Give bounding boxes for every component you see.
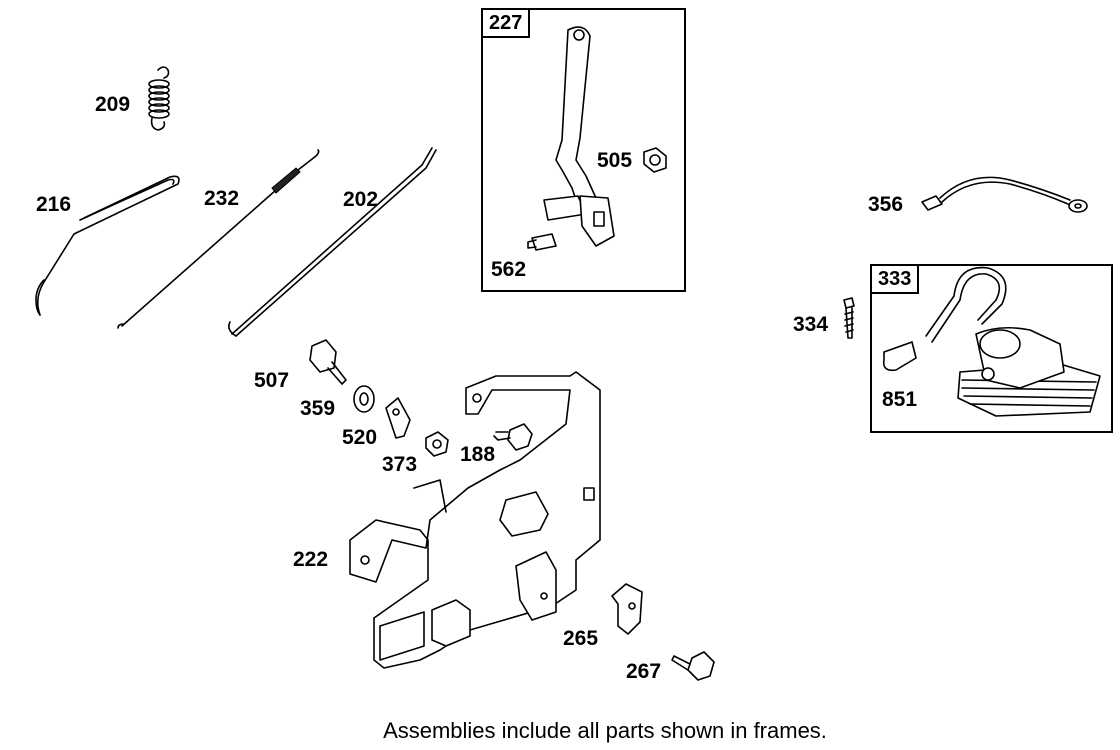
wire-356-drawing bbox=[921, 176, 1088, 213]
nut-373-drawing bbox=[425, 431, 449, 457]
part-label-209: 209 bbox=[95, 93, 131, 116]
part-label-334: 334 bbox=[793, 313, 829, 336]
part-label-507: 507 bbox=[254, 369, 290, 392]
frame-tag-333: 333 bbox=[872, 266, 920, 294]
assembly-frame-333: 333 bbox=[870, 264, 1113, 433]
coil-333-drawing bbox=[882, 266, 1101, 417]
part-label-359: 359 bbox=[300, 397, 336, 420]
part-label-232: 232 bbox=[204, 187, 240, 210]
spring-209-drawing bbox=[148, 66, 170, 131]
lever-227-drawing bbox=[527, 26, 667, 251]
part-label-267: 267 bbox=[626, 660, 662, 683]
bracket-222-drawing bbox=[349, 371, 601, 669]
assembly-frame-227: 227 bbox=[481, 8, 686, 292]
part-label-202: 202 bbox=[343, 188, 379, 211]
part-label-188: 188 bbox=[460, 443, 496, 466]
fastener-507-drawing bbox=[309, 339, 347, 385]
rod-216-drawing bbox=[35, 175, 180, 316]
washer-359-drawing bbox=[353, 385, 375, 413]
part-label-222: 222 bbox=[293, 548, 329, 571]
part-label-505: 505 bbox=[597, 149, 633, 172]
part-label-216: 216 bbox=[36, 193, 72, 216]
cable-232-drawing bbox=[117, 149, 320, 329]
caption: Assemblies include all parts shown in fr… bbox=[383, 718, 827, 743]
bolt-267-drawing bbox=[671, 651, 715, 681]
screw-334-drawing bbox=[843, 297, 855, 339]
bolt-188-drawing bbox=[493, 423, 533, 451]
clip-265-drawing bbox=[611, 583, 643, 635]
clip-520-drawing bbox=[385, 397, 411, 439]
part-label-265: 265 bbox=[563, 627, 599, 650]
part-label-373: 373 bbox=[382, 453, 418, 476]
rod-202-drawing bbox=[228, 147, 437, 337]
part-label-562: 562 bbox=[491, 258, 527, 281]
part-label-851: 851 bbox=[882, 388, 918, 411]
part-label-356: 356 bbox=[868, 193, 904, 216]
frame-tag-227: 227 bbox=[483, 10, 531, 38]
part-label-520: 520 bbox=[342, 426, 378, 449]
